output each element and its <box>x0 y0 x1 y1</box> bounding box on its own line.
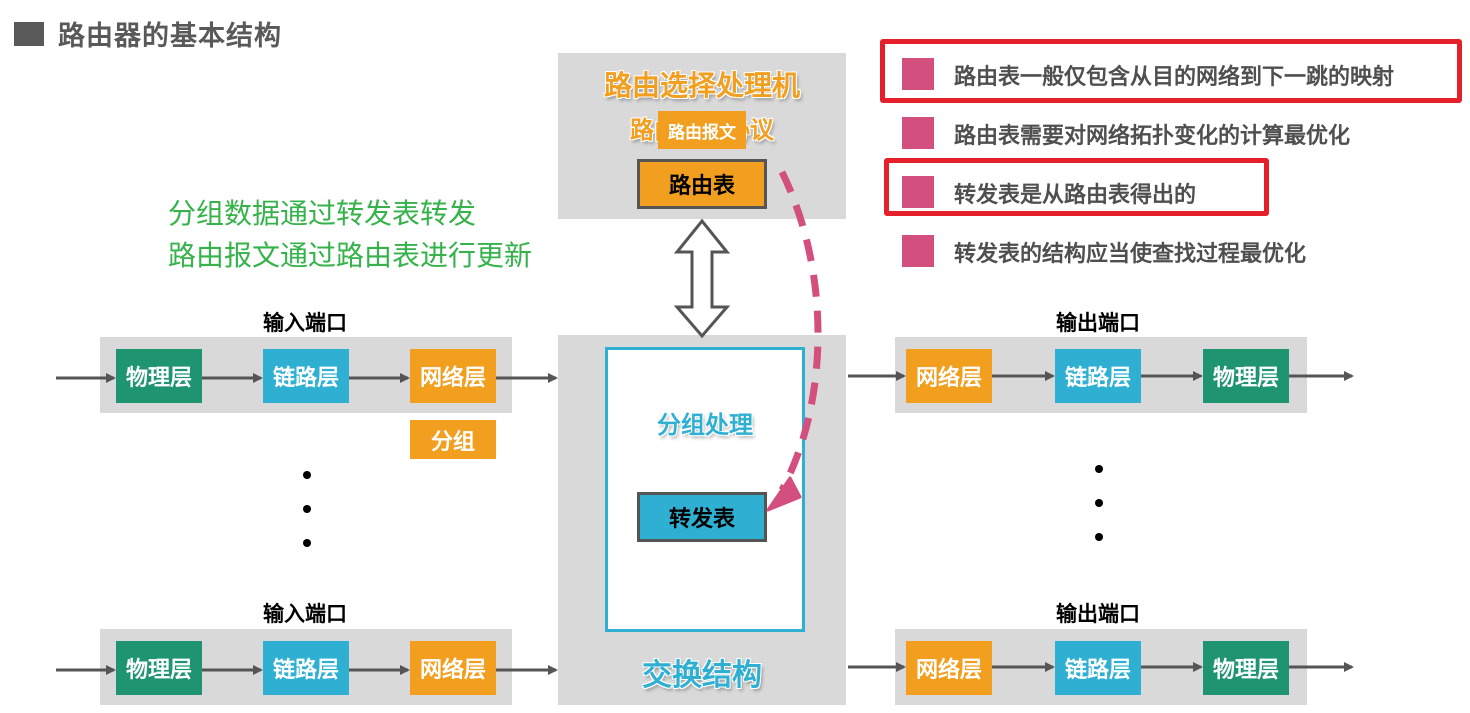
packet-label: 分组 <box>410 420 496 459</box>
dashed-derive-arrow <box>778 170 822 492</box>
bullet-square-icon <box>902 235 934 267</box>
routing-table-box: 路由表 <box>637 159 767 209</box>
title-square-icon <box>14 22 44 46</box>
bullet-text: 转发表的结构应当使查找过程最优化 <box>954 242 1307 267</box>
physical-layer-box: 物理层 <box>1203 641 1289 695</box>
switch-fabric-label: 交换结构 <box>642 658 762 693</box>
input-port-label: 输入端口 <box>263 311 347 335</box>
input-port-label: 输入端口 <box>263 602 347 626</box>
ellipsis-dot <box>1095 465 1103 473</box>
bullet-square-icon <box>902 58 934 90</box>
link-layer-box: 链路层 <box>1055 641 1141 695</box>
bullet-text: 转发表是从路由表得出的 <box>954 183 1197 208</box>
ellipsis-dot <box>1095 533 1103 541</box>
bidirectional-arrow-icon <box>673 218 731 339</box>
physical-layer-box: 物理层 <box>116 641 202 695</box>
bullet-text: 路由表一般仅包含从目的网络到下一跳的映射 <box>954 65 1395 90</box>
ellipsis-dot <box>303 471 311 479</box>
routing-processor-title: 路由选择处理机 <box>603 69 800 102</box>
output-port-label: 输出端口 <box>1056 602 1140 626</box>
network-layer-box: 网络层 <box>906 641 992 695</box>
highlight-box-2 <box>884 158 1269 216</box>
network-layer-box: 网络层 <box>906 349 992 403</box>
ellipsis-dot <box>1095 499 1103 507</box>
packet-processing-label: 分组处理 <box>657 411 753 439</box>
physical-layer-box: 物理层 <box>116 349 202 403</box>
note-forwarding: 分组数据通过转发表转发 <box>168 197 477 230</box>
network-layer-box: 网络层 <box>410 641 496 695</box>
bullet-square-icon <box>902 117 934 149</box>
ellipsis-dot <box>303 539 311 547</box>
packet-processing-area <box>605 347 805 632</box>
output-port-label: 输出端口 <box>1056 311 1140 335</box>
note-routing-update: 路由报文通过路由表进行更新 <box>168 239 533 272</box>
forwarding-table-box: 转发表 <box>637 492 767 542</box>
ellipsis-dot <box>303 505 311 513</box>
link-layer-box: 链路层 <box>263 349 349 403</box>
page-title: 路由器的基本结构 <box>58 21 282 52</box>
routing-message-label: 路由报文 <box>658 111 746 149</box>
link-layer-box: 链路层 <box>263 641 349 695</box>
link-layer-box: 链路层 <box>1055 349 1141 403</box>
network-layer-box: 网络层 <box>410 349 496 403</box>
highlight-box-1 <box>880 39 1462 103</box>
physical-layer-box: 物理层 <box>1203 349 1289 403</box>
bullet-text: 路由表需要对网络拓扑变化的计算最优化 <box>954 124 1351 149</box>
dashed-arrow-head-icon <box>766 476 802 512</box>
bullet-square-icon <box>902 176 934 208</box>
